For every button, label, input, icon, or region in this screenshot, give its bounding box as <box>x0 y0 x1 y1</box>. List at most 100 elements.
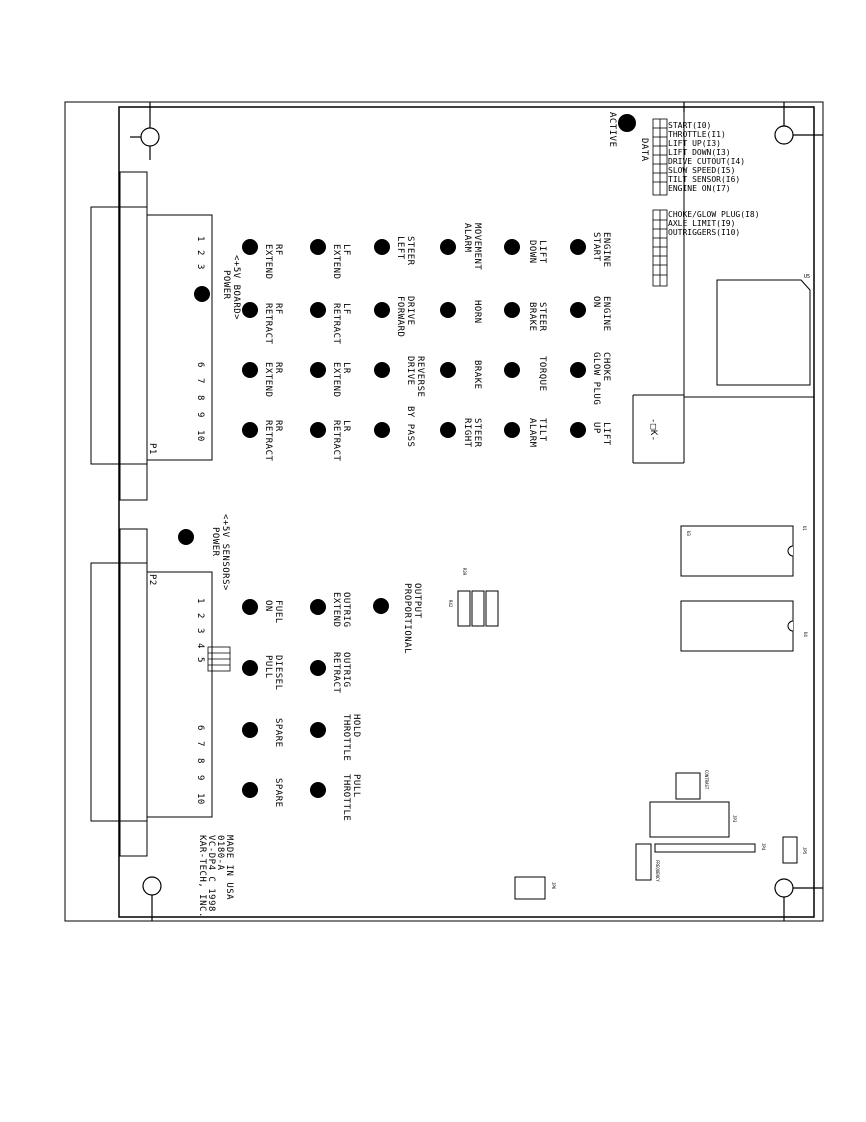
pin-label: 8 <box>195 395 205 401</box>
resistor-label: R39 <box>462 568 467 576</box>
label-torque: TORQUE <box>537 356 547 392</box>
label-power-board: POWER<+5V BOARD> <box>221 255 241 320</box>
led-horn <box>440 302 456 318</box>
label-steer-brake: STEERBRAKE <box>527 302 547 332</box>
input-label: CHOKE/GLOW PLUG(I8) <box>668 210 760 219</box>
led-movement-alarm <box>440 239 456 255</box>
label-brake: BRAKE <box>472 360 482 390</box>
bottom-components <box>514 772 798 900</box>
led-by-pass <box>374 422 390 438</box>
label-spare-1: SPARE <box>273 718 283 748</box>
led-tilt-alarm <box>504 422 520 438</box>
label-engine-on: ENGINEON <box>591 296 611 332</box>
ic-u5-label: U5 <box>804 274 810 280</box>
led-choke-glow <box>570 362 586 378</box>
connector-p2-label: P2 <box>147 574 157 586</box>
label-lr-extend: LREXTEND <box>331 362 351 398</box>
board-outline <box>118 106 815 918</box>
label-active: ACTIVE <box>607 112 617 148</box>
label-steer-left: STEERLEFT <box>395 236 415 266</box>
small-resistor-array <box>207 646 231 672</box>
led-steer-left <box>374 239 390 255</box>
right-traces <box>632 112 814 464</box>
led-throttle-hold <box>310 722 326 738</box>
led-lift-down <box>504 239 520 255</box>
led-diesel-pull <box>242 660 258 676</box>
led-power-board <box>194 286 210 302</box>
ic-u1-label: U1 <box>802 526 807 531</box>
led-outrig-extend <box>310 599 326 615</box>
label-lift-down: LIFTDOWN <box>527 240 547 264</box>
label-by-pass: BY PASS <box>405 406 415 447</box>
label-outrig-extend: OUTRIGEXTEND <box>331 592 351 628</box>
input-label: ENGINE ON(I7) <box>668 184 731 193</box>
label-drive-forward: DRIVEFORWARD <box>395 296 415 337</box>
pin-label: 2 <box>195 250 205 256</box>
label-lf-retract: LFRETRACT <box>331 303 351 345</box>
led-lf-retract <box>310 302 326 318</box>
ic-u5 <box>716 279 811 386</box>
label-engine-start: ENGINESTART <box>591 232 611 268</box>
pin-label: 3 <box>195 628 205 634</box>
label-movement-alarm: MOVEMENTALARM <box>462 223 482 270</box>
resistor-label: R42 <box>448 600 453 608</box>
pin-label: 3 <box>195 264 205 270</box>
pin-label: 9 <box>195 412 205 418</box>
label-throttle-pull: THROTTLEPULL <box>341 774 361 821</box>
led-active <box>618 114 636 132</box>
input-label: THROTTLE(I1) <box>668 130 726 139</box>
label-throttle-hold: THROTTLEHOLD <box>341 714 361 761</box>
input-label: START(I0) <box>668 121 711 130</box>
ic-u1 <box>680 525 794 577</box>
led-rr-extend <box>242 362 258 378</box>
led-proportional-output <box>373 598 389 614</box>
led-lr-retract <box>310 422 326 438</box>
label-tilt-alarm: TILTALARM <box>527 418 547 448</box>
ic-u4-label: U4 <box>803 632 808 637</box>
input-label: SLOW SPEED(I5) <box>668 166 735 175</box>
label-fuel-on: FUELON <box>263 600 283 624</box>
led-steer-brake <box>504 302 520 318</box>
led-throttle-pull <box>310 782 326 798</box>
input-label: DRIVE CUTOUT(I4) <box>668 157 745 166</box>
led-lr-extend <box>310 362 326 378</box>
bottom-component-labels: CONTRAST FREQUENCY JP3 JP4 JP5 JP6 <box>551 770 807 890</box>
input-label: AXLE LIMIT(I9) <box>668 219 735 228</box>
mounting-holes <box>130 102 823 921</box>
contrast-label: CONTRAST <box>704 770 709 790</box>
pin-label: 9 <box>195 775 205 781</box>
pin-label: 4 <box>195 643 205 649</box>
pin-label: 8 <box>195 758 205 764</box>
outer-frame <box>64 101 824 922</box>
pin-label: 1 <box>195 236 205 242</box>
led-rf-extend <box>242 239 258 255</box>
input-label: OUTRIGGERS(I10) <box>668 228 740 237</box>
led-fuel-on <box>242 599 258 615</box>
label-lift-up: LIFTUP <box>591 422 611 446</box>
input-labels-top: START(I0) THROTTLE(I1) LIFT UP(I3) LIFT … <box>668 121 745 193</box>
pin-label: 6 <box>195 725 205 731</box>
label-spare-2: SPARE <box>273 778 283 808</box>
input-labels-bottom: CHOKE/GLOW PLUG(I8) AXLE LIMIT(I9) OUTRI… <box>668 210 760 237</box>
label-rf-extend: RFEXTEND <box>263 244 283 280</box>
label-lr-retract: LRRETRACT <box>331 420 351 462</box>
label-choke-glow: CHOKEGLOW PLUG <box>591 352 611 405</box>
label-steer-right: STEERRIGHT <box>462 418 482 448</box>
label-drive-reverse: DRIVEREVERSE <box>405 356 425 397</box>
maker-info: KAR-TECH, INC. VC-DP4 C 1998 0180-A MADE… <box>197 835 234 924</box>
label-lf-extend: LFEXTEND <box>331 244 351 280</box>
led-torque <box>504 362 520 378</box>
jp6-label: JP6 <box>551 882 556 890</box>
connector-p1 <box>90 171 213 501</box>
pin-label: 7 <box>195 378 205 384</box>
pin-label: 2 <box>195 613 205 619</box>
led-drive-forward <box>374 302 390 318</box>
label-rr-retract: RRRETRACT <box>263 420 283 462</box>
label-outrig-retract: OUTRIGRETRACT <box>331 652 351 694</box>
jp5-label: JP5 <box>802 847 807 855</box>
led-engine-on <box>570 302 586 318</box>
label-rr-extend: RREXTEND <box>263 362 283 398</box>
led-rr-retract <box>242 422 258 438</box>
ic-u4 <box>680 600 794 652</box>
